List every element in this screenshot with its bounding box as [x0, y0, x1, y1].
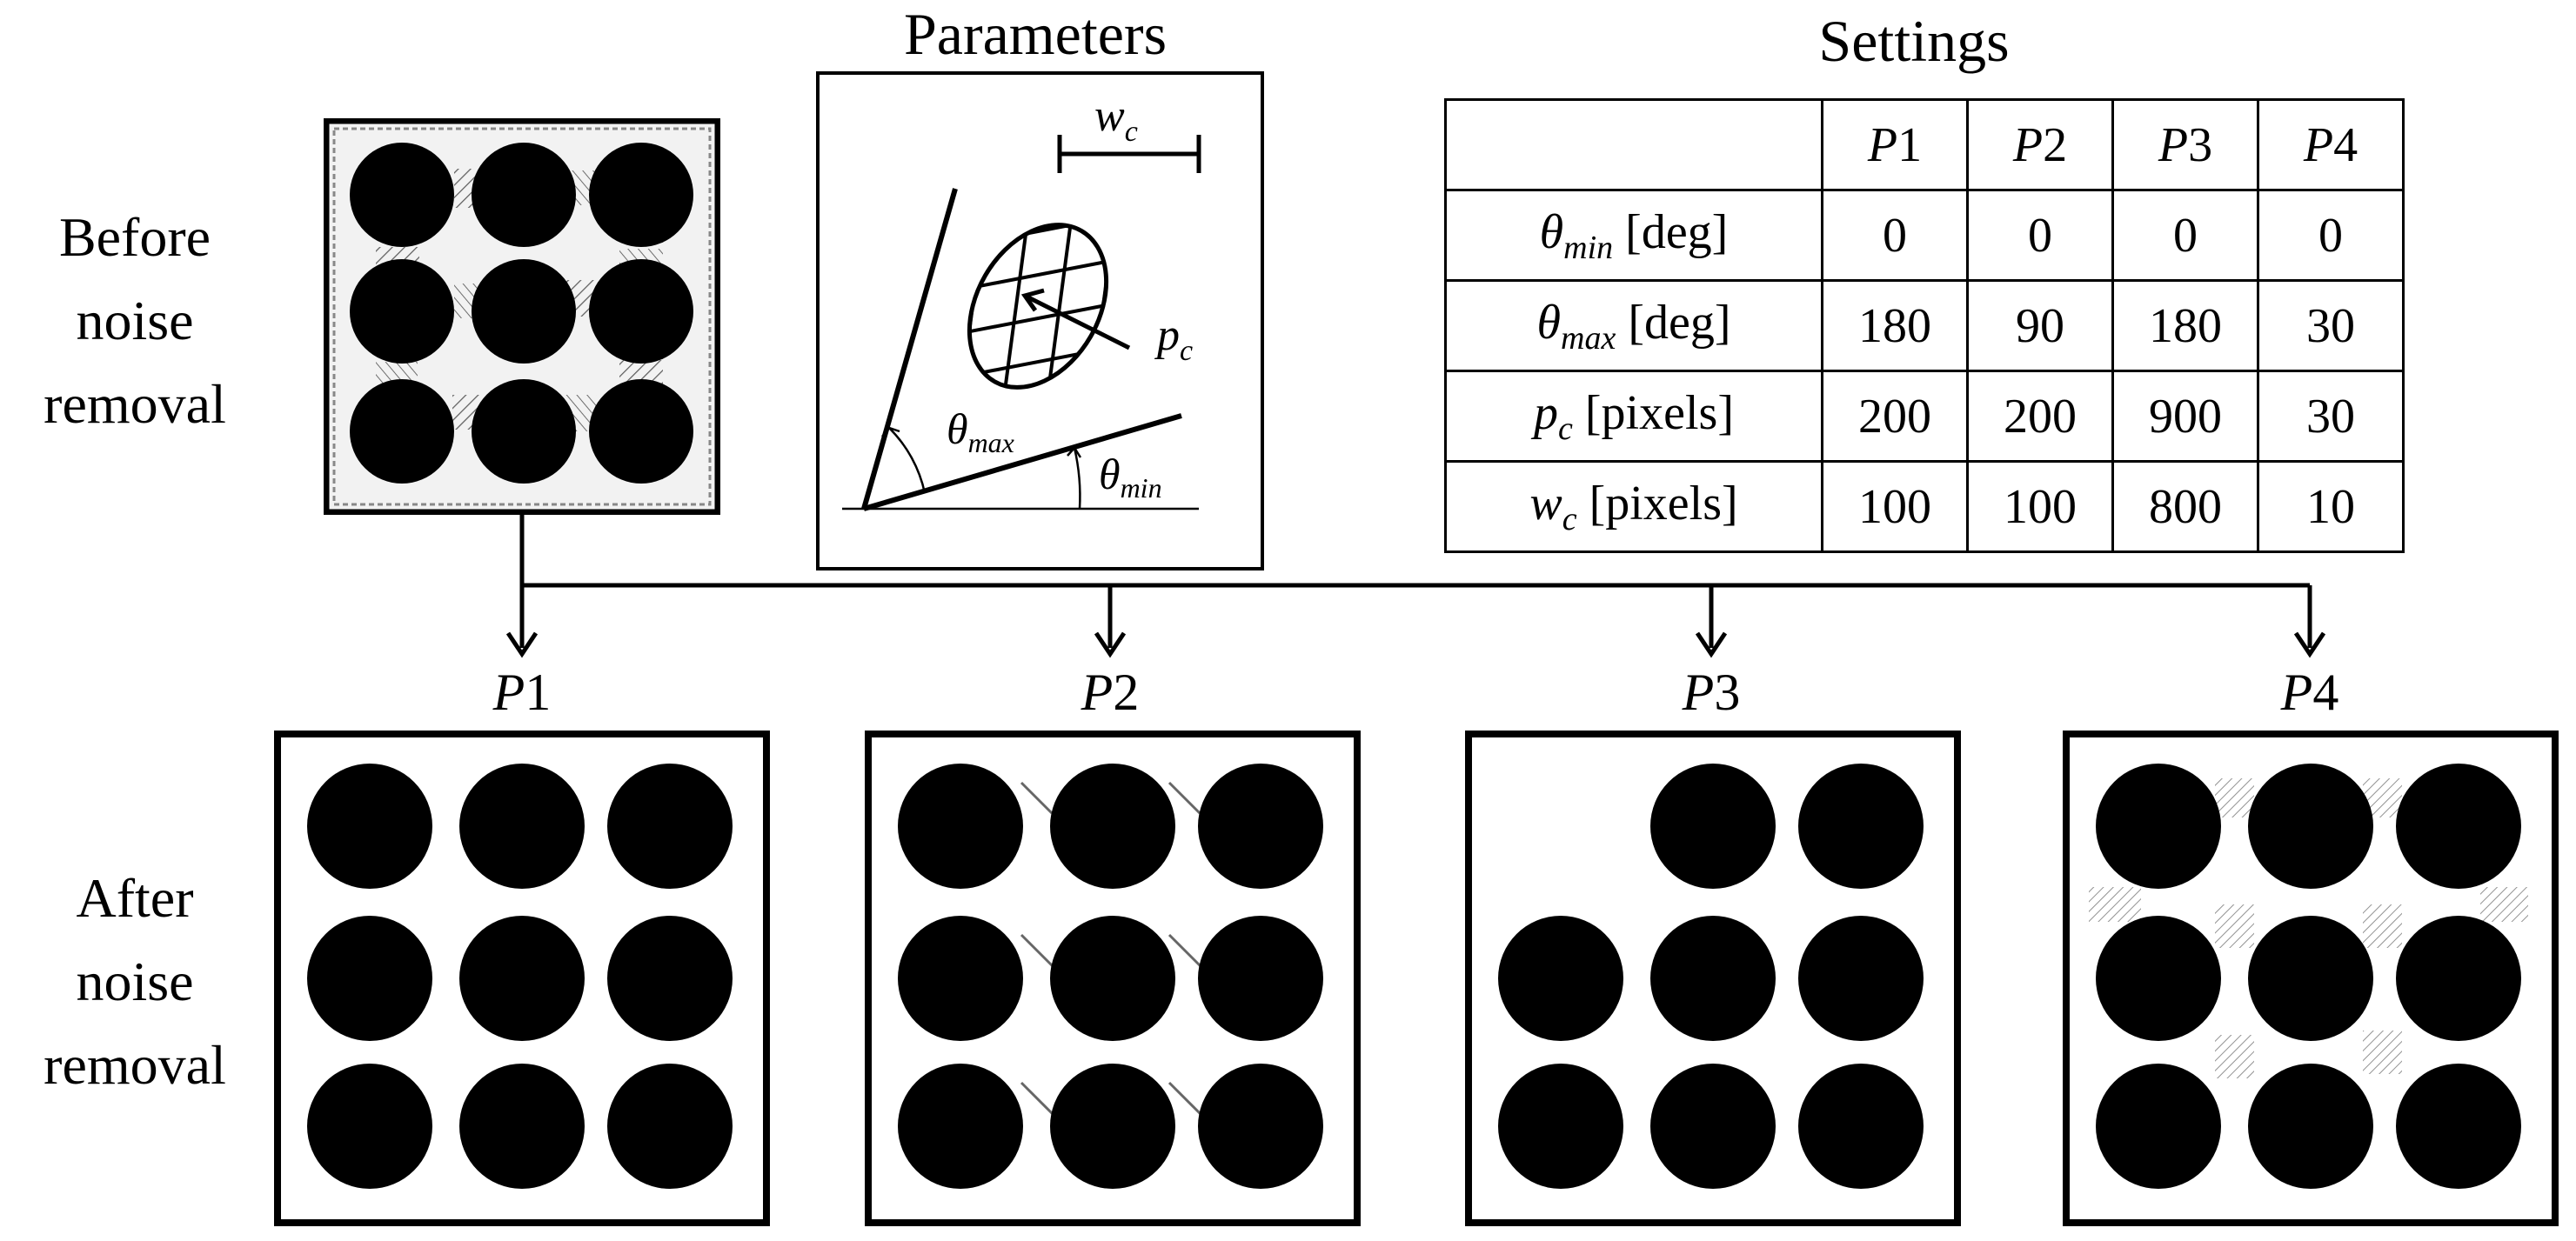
- after-label-line-3: removal: [43, 1034, 226, 1096]
- table-cell: 180: [2111, 279, 2259, 372]
- before-label-line-3: removal: [43, 373, 226, 435]
- table-cell: 0: [2111, 189, 2259, 282]
- row-header-pc: pc [pixels]: [1444, 370, 1823, 463]
- table-cell: 30: [2257, 370, 2405, 463]
- hole: [1198, 764, 1323, 889]
- settings-title: Settings: [1818, 8, 2010, 74]
- hole: [1050, 916, 1175, 1041]
- parameters-title: Parameters: [903, 1, 1168, 67]
- parameters-diagram: wc pc θmax θmin: [816, 71, 1264, 570]
- result-image-p3: [1465, 731, 1961, 1226]
- hole: [1198, 1064, 1323, 1189]
- row-header-wc: wc [pixels]: [1444, 460, 1823, 553]
- table-cell: 100: [1821, 460, 1969, 553]
- after-label-line-1: After: [76, 867, 194, 929]
- before-label-line-2: noise: [76, 290, 194, 351]
- before-noise-removal-label: Before noise removal: [9, 196, 261, 446]
- hole: [307, 1064, 432, 1189]
- hole: [898, 1064, 1023, 1189]
- table-cell: 10: [2257, 460, 2405, 553]
- before-label-line-1: Before: [58, 206, 211, 268]
- hole: [2248, 916, 2373, 1041]
- row-header-theta-min: θmin [deg]: [1444, 189, 1823, 282]
- settings-header-row: P1 P2 P3 P4: [1444, 98, 2405, 191]
- hole: [1050, 764, 1175, 889]
- settings-row-pc: pc [pixels] 200 200 900 30: [1444, 370, 2405, 463]
- hole: [2248, 1064, 2373, 1189]
- hole: [1798, 916, 1924, 1041]
- column-header-p3: P3: [2111, 98, 2259, 191]
- result-image-p1: [274, 731, 770, 1226]
- before-holes: [350, 143, 693, 484]
- hole: [2096, 916, 2221, 1041]
- table-cell: 30: [2257, 279, 2405, 372]
- column-header-p1: P1: [1821, 98, 1969, 191]
- row-header-theta-max: θmax [deg]: [1444, 279, 1823, 372]
- hole: [2096, 1064, 2221, 1189]
- table-cell: 100: [1966, 460, 2114, 553]
- panel-title-p3: P3: [1682, 664, 1741, 721]
- hole: [307, 764, 432, 889]
- theta-max-arc: [888, 427, 927, 494]
- panel-title-p4: P4: [2280, 664, 2339, 721]
- hole: [307, 916, 432, 1041]
- residual-noise-patches: [2089, 778, 2528, 1078]
- after-noise-removal-label: After noise removal: [9, 857, 261, 1107]
- table-cell: 180: [1821, 279, 1969, 372]
- panel-title-p2: P2: [1081, 664, 1140, 721]
- theta-max-label: θmax: [947, 404, 1014, 458]
- table-cell: 200: [1966, 370, 2114, 463]
- settings-row-wc: wc [pixels] 100 100 800 10: [1444, 460, 2405, 553]
- column-header-p4: P4: [2257, 98, 2405, 191]
- wc-bracket: [1057, 135, 1201, 173]
- table-cell: 0: [1966, 189, 2114, 282]
- hole: [1650, 764, 1776, 889]
- hole: [2396, 1064, 2521, 1189]
- pc-arrow: [1023, 293, 1131, 350]
- theta-min-arc: [1073, 447, 1081, 510]
- hole: [898, 764, 1023, 889]
- settings-table: P1 P2 P3 P4 θmin [deg] 0 0 0 0 θmax [deg…: [1444, 98, 2405, 553]
- hole: [1798, 1064, 1924, 1189]
- hole: [607, 764, 733, 889]
- table-cell: 90: [1966, 279, 2114, 372]
- after-label-line-2: noise: [76, 951, 194, 1012]
- hole: [1650, 916, 1776, 1041]
- panel-title-p1: P1: [492, 664, 552, 721]
- hole: [2396, 764, 2521, 889]
- hole: [2096, 764, 2221, 889]
- hole: [459, 1064, 585, 1189]
- wc-label: wc: [1094, 91, 1138, 148]
- hole: [607, 916, 733, 1041]
- table-cell: 200: [1821, 370, 1969, 463]
- result-image-p4: [2063, 731, 2559, 1226]
- hole: [459, 764, 585, 889]
- pc-label: pc: [1154, 310, 1193, 367]
- settings-row-theta-max: θmax [deg] 180 90 180 30: [1444, 279, 2405, 372]
- hole: [459, 916, 585, 1041]
- hole: [1650, 1064, 1776, 1189]
- column-header-p2: P2: [1966, 98, 2114, 191]
- settings-row-theta-min: θmin [deg] 0 0 0 0: [1444, 189, 2405, 282]
- hole: [1498, 1064, 1623, 1189]
- theta-min-label: θmin: [1099, 450, 1162, 504]
- before-image: [324, 118, 720, 515]
- hole: [1050, 1064, 1175, 1189]
- hole: [607, 1064, 733, 1189]
- hole: [2396, 916, 2521, 1041]
- hole: [1498, 916, 1623, 1041]
- hole: [1198, 916, 1323, 1041]
- table-cell: 0: [2257, 189, 2405, 282]
- table-cell: 800: [2111, 460, 2259, 553]
- hole: [2248, 764, 2373, 889]
- hole: [898, 916, 1023, 1041]
- table-cell: 0: [1821, 189, 1969, 282]
- hole: [1798, 764, 1924, 889]
- table-cell: 900: [2111, 370, 2259, 463]
- result-image-p2: [865, 731, 1361, 1226]
- settings-corner-cell: [1444, 98, 1823, 191]
